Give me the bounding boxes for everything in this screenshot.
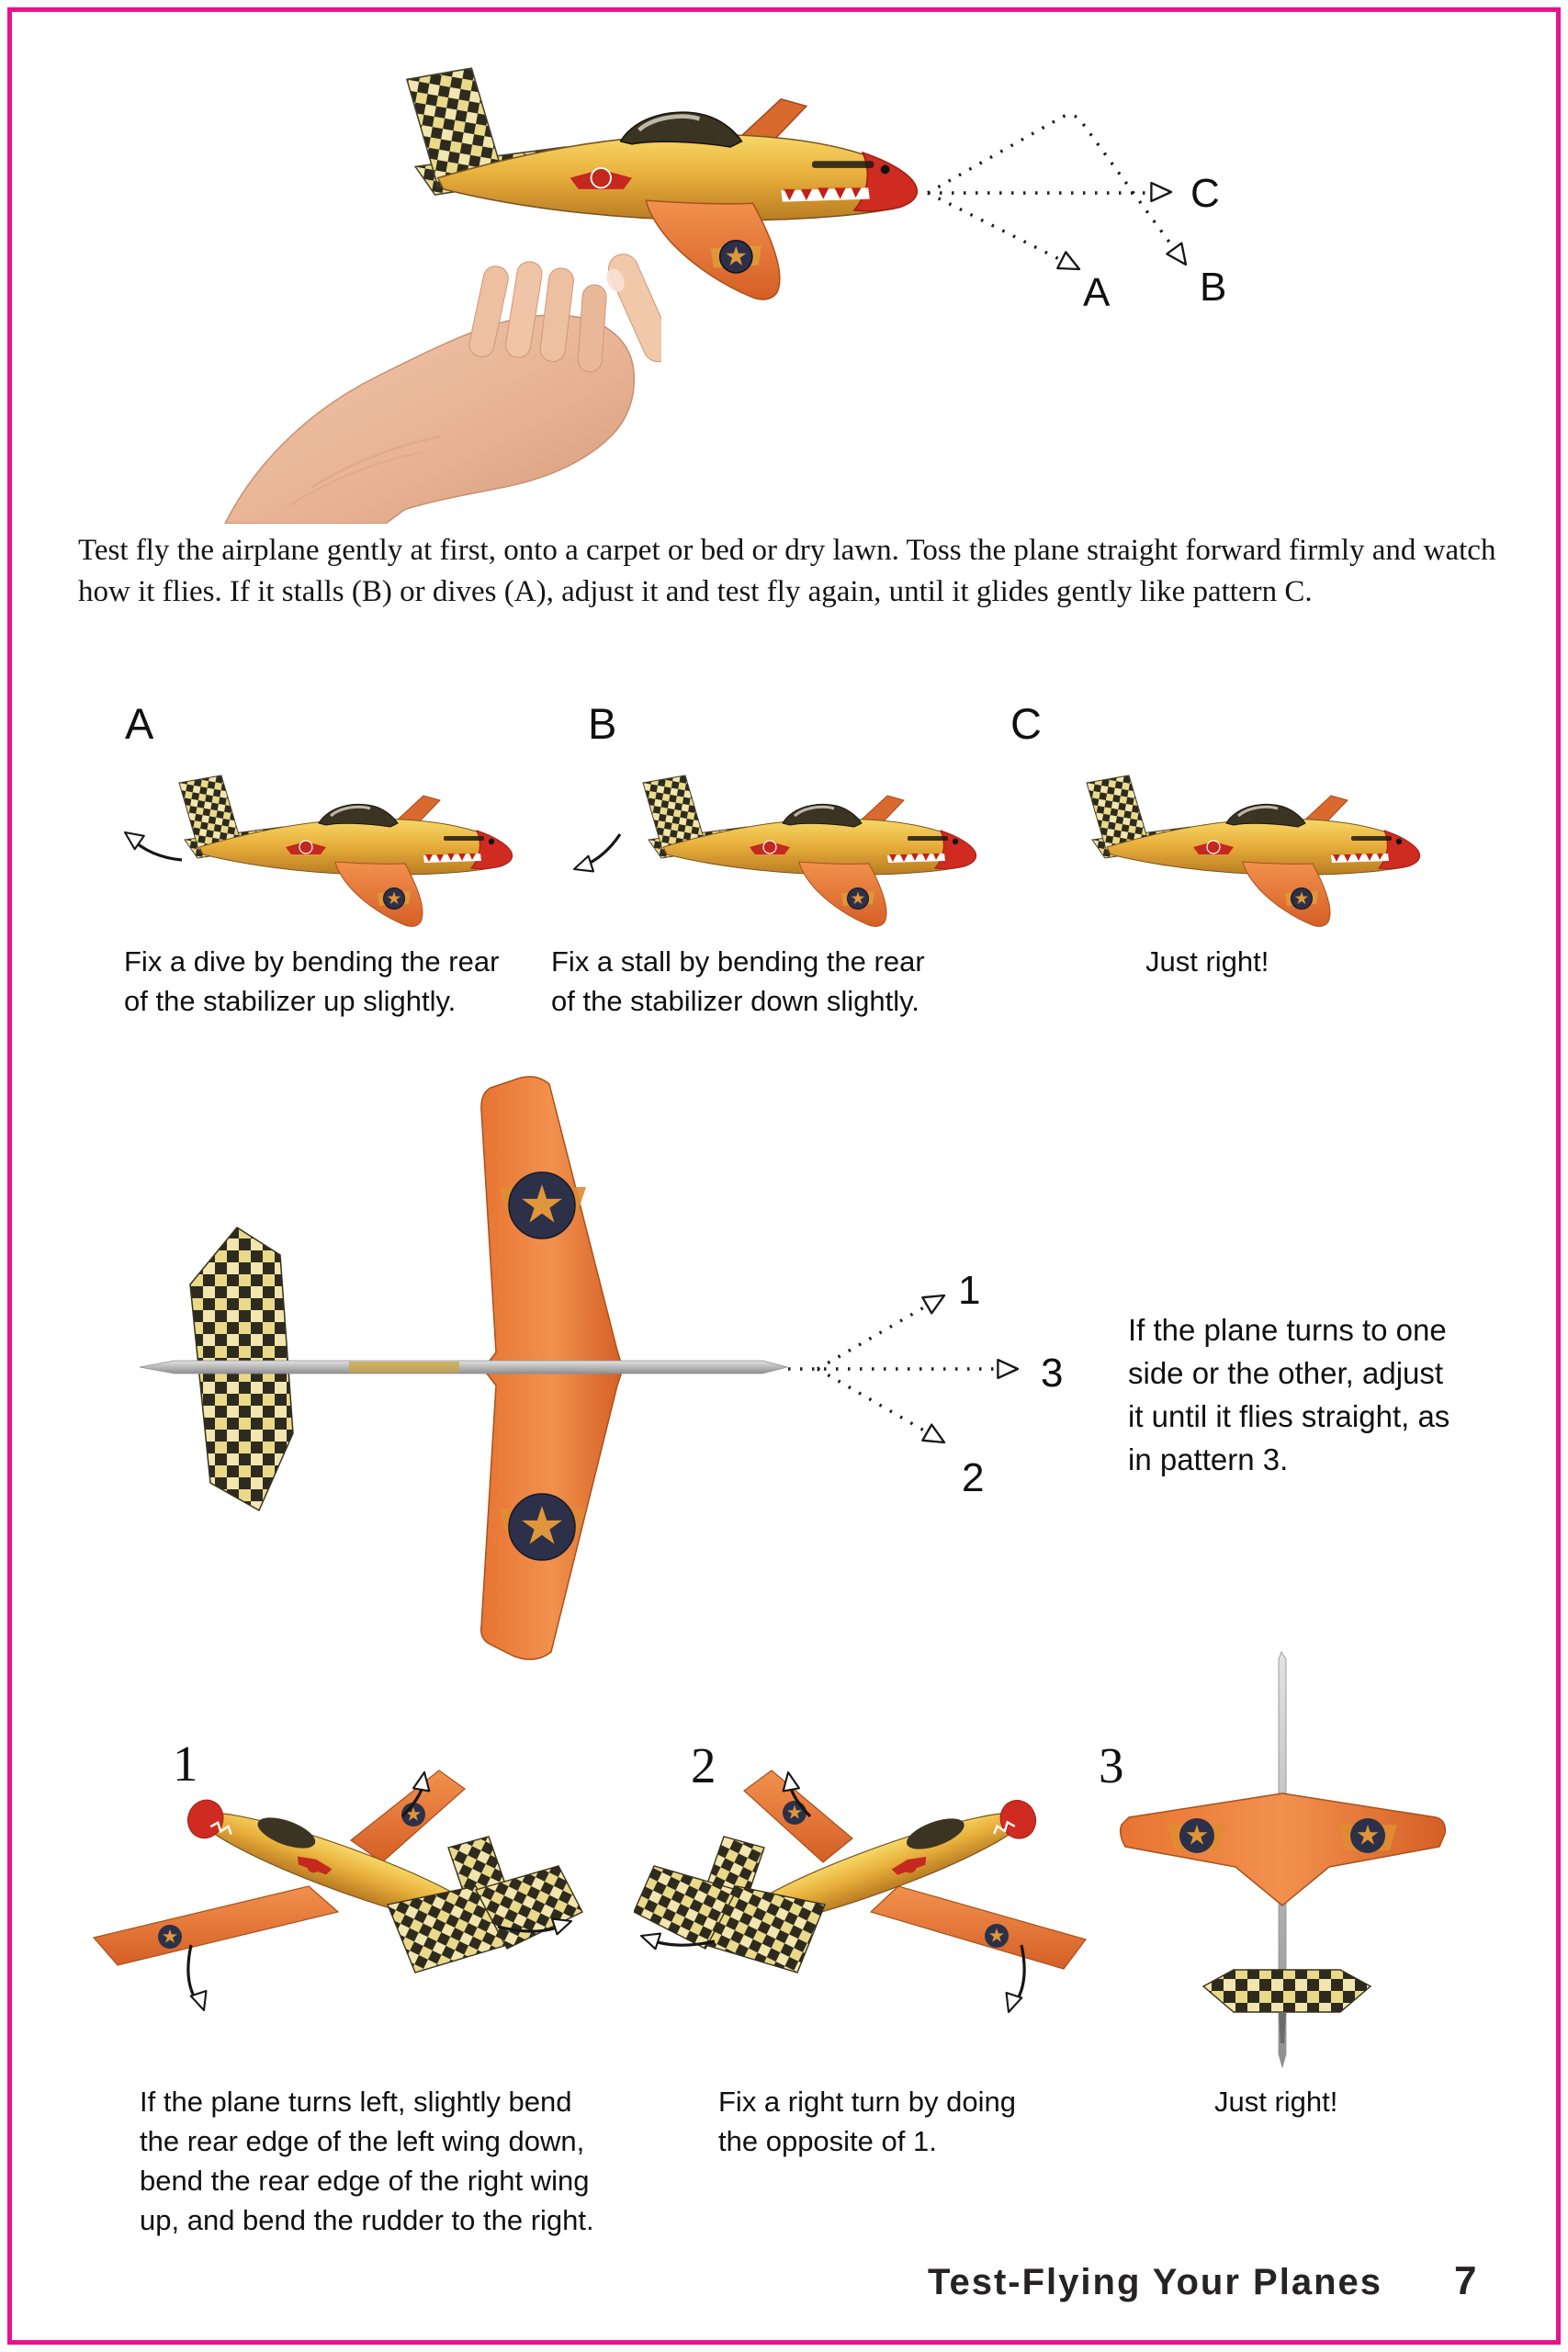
fingers <box>468 261 607 373</box>
turn-caption-2: Fix a right turn by doing the opposite o… <box>718 2086 1016 2157</box>
checkered-tail <box>387 1836 583 1973</box>
checkered-tail <box>634 1836 826 1973</box>
stabilizer-up-arrow <box>118 824 183 862</box>
arrowhead-1 <box>921 1286 951 1315</box>
thumb <box>606 254 661 363</box>
plane-three-quarter-1 <box>92 1770 583 2014</box>
palm-and-forearm <box>224 314 636 524</box>
toss-pattern-diagram <box>927 113 1195 278</box>
turn-pattern-diagram <box>788 1286 1020 1452</box>
turn-step-label-1: 1 <box>173 1736 198 1792</box>
plane-top-view-straight <box>1119 1651 1447 2069</box>
arrowhead-c <box>1150 181 1173 203</box>
turn-caption-3: Just right! <box>1214 2086 1338 2118</box>
turn-label-2: 2 <box>962 1455 985 1500</box>
checkered-stabilizer <box>1201 1969 1372 2013</box>
main-wing <box>1119 1792 1447 1906</box>
turn-step-label-3: 3 <box>1099 1737 1124 1793</box>
footer-page-number: 7 <box>1454 2258 1477 2303</box>
turn-step-label-2: 2 <box>691 1737 716 1793</box>
hand-photo <box>224 254 661 524</box>
toss-label-a: A <box>1083 270 1111 315</box>
fuselage <box>734 1800 1037 1928</box>
arrowhead-2 <box>921 1423 951 1452</box>
plane-top-view <box>139 1076 789 1660</box>
stabilizer-down-arrow <box>570 833 622 878</box>
arrowhead-3 <box>997 1358 1020 1380</box>
plane-side-view-c <box>1013 770 1427 931</box>
footer-title: Test-Flying Your Planes <box>928 2262 1382 2302</box>
toss-label-b: B <box>1200 265 1227 310</box>
fuselage-stick <box>139 1360 789 1374</box>
turn-note: If the plane turns to one side or the ot… <box>1128 1313 1450 1476</box>
turn-label-1: 1 <box>958 1268 981 1313</box>
turn-caption-1: If the plane turns left, slightly bend t… <box>140 2086 594 2236</box>
toss-label-c: C <box>1190 171 1220 216</box>
fix-caption-b: Fix a stall by bending the rear of the s… <box>551 945 925 1017</box>
fix-label-a: A <box>125 699 154 748</box>
fix-caption-a: Fix a dive by bending the rear of the st… <box>124 945 500 1017</box>
turn-label-3: 3 <box>1041 1351 1064 1396</box>
fix-label-b: B <box>588 699 617 748</box>
fix-label-c: C <box>1010 699 1042 748</box>
fix-caption-c: Just right! <box>1145 945 1269 978</box>
plane-three-quarter-2 <box>634 1770 1088 2016</box>
arrowhead-b <box>1166 242 1195 271</box>
intro-paragraph: Test fly the airplane gently at first, o… <box>78 534 1496 608</box>
arrowhead-a <box>1056 251 1085 278</box>
